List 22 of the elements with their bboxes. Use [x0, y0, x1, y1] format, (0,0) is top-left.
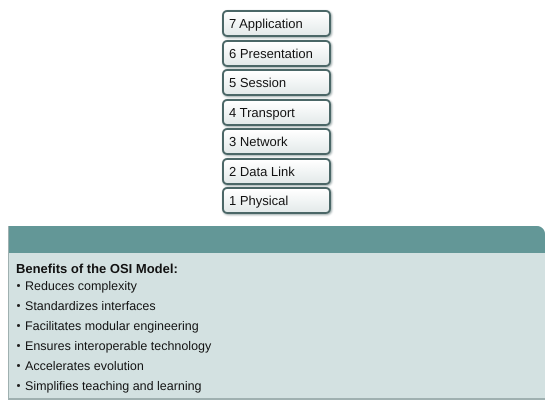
bullet-text: Standardizes interfaces [25, 299, 156, 313]
layer-box [222, 128, 331, 155]
bullet-text: Simplifies teaching and learning [25, 379, 202, 393]
layer-box [222, 40, 331, 67]
bullet-text: Facilitates modular engineering [25, 319, 199, 333]
layer-label: 1 Physical [229, 193, 288, 208]
layer-label: 7 Application [229, 16, 303, 31]
layer-box [222, 69, 331, 96]
layer-box [222, 187, 331, 214]
layer-label: 2 Data Link [229, 164, 295, 179]
layer-label: 6 Presentation [229, 46, 313, 61]
info-panel [8, 226, 545, 400]
layer-box [222, 99, 331, 126]
layer-label: 5 Session [229, 75, 286, 90]
layer-label: 4 Transport [229, 105, 295, 120]
layer-box [222, 158, 331, 185]
bullet-text: Accelerates evolution [25, 359, 144, 373]
panel-heading: Benefits of the OSI Model: [16, 261, 178, 276]
bullet-text: Ensures interoperable technology [25, 339, 212, 353]
layer-label: 3 Network [229, 134, 288, 149]
bullet-text: Reduces complexity [25, 279, 137, 293]
layer-box [222, 10, 331, 37]
